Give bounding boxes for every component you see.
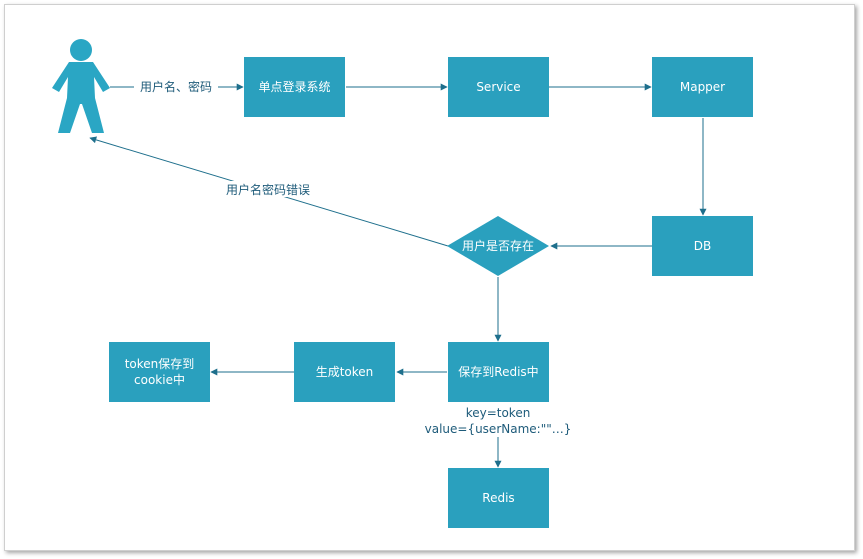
node-user-exists-label: 用户是否存在 — [462, 238, 534, 253]
node-generate-token[interactable]: 生成token — [294, 342, 395, 402]
node-db[interactable]: DB — [652, 216, 753, 276]
node-generate-token-label: 生成token — [316, 365, 374, 379]
edge-label-value: value={userName:""…} — [425, 422, 572, 436]
label-bg — [428, 405, 574, 437]
node-redis[interactable]: Redis — [448, 468, 549, 528]
node-token-cookie[interactable]: token保存到 cookie中 — [109, 342, 210, 402]
node-token-cookie-label-2: cookie中 — [134, 372, 185, 387]
node-db-label: DB — [694, 239, 711, 253]
node-redis-label: Redis — [482, 491, 514, 505]
node-save-redis[interactable]: 保存到Redis中 — [448, 342, 549, 402]
node-service-label: Service — [476, 80, 520, 94]
person-icon — [52, 39, 110, 133]
node-save-redis-label: 保存到Redis中 — [458, 364, 538, 379]
node-sso[interactable]: 单点登录系统 — [244, 57, 345, 117]
node-user-exists-decision[interactable]: 用户是否存在 — [447, 216, 549, 276]
node-service[interactable]: Service — [448, 57, 549, 117]
node-mapper-label: Mapper — [680, 80, 725, 94]
edge-label-credentials: 用户名、密码 — [140, 79, 212, 94]
label-bg — [134, 79, 218, 95]
edge-label-wrong-credentials: 用户名密码错误 — [226, 182, 310, 197]
node-mapper[interactable]: Mapper — [652, 57, 753, 117]
node-token-cookie-label-1: token保存到 — [125, 357, 195, 371]
edge-label-key: key=token — [466, 406, 531, 420]
node-sso-label: 单点登录系统 — [258, 79, 330, 94]
label-bg — [214, 181, 322, 197]
